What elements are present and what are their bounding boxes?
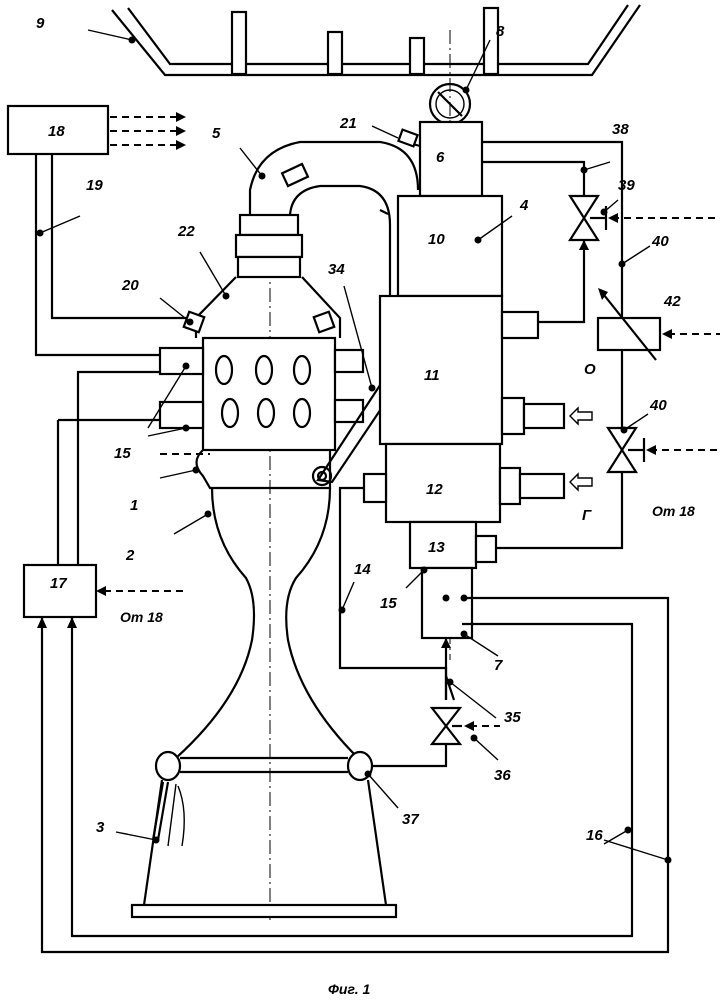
turbine-10 [398,196,502,296]
label-11: 11 [424,367,440,384]
label-1: 1 [130,497,138,514]
label-6: 6 [436,149,445,166]
label-22: 22 [177,223,195,240]
label-10: 10 [428,231,445,248]
mount-frame-9 [112,5,640,75]
label-from-18-right: От 18 [652,503,695,519]
fuel-pump-12 [386,444,500,522]
label-from-18-left: От 18 [120,609,163,625]
label-5: 5 [212,125,221,142]
valve-40 [608,428,720,472]
valve-39 [570,196,720,250]
line-to-manifold-37 [372,744,446,766]
line-18-to-20 [52,154,190,318]
label-38: 38 [612,121,629,138]
label-2: 2 [125,547,135,564]
combustion-chamber-1 [160,338,363,488]
line-38 [482,162,584,196]
label-42: 42 [663,293,681,310]
label-21: 21 [339,115,357,132]
regulator-42 [598,288,720,360]
label-16: 16 [586,827,603,844]
nozzle-2 [132,488,396,917]
label-7: 7 [494,657,503,674]
unit-6 [420,122,482,196]
label-39: 39 [618,177,635,194]
label-fuel: Г [582,507,592,524]
control-signal-arrows [110,112,186,150]
label-15-right: 15 [380,595,397,612]
label-35: 35 [504,709,521,726]
extension-element-3 [153,782,184,846]
label-36: 36 [494,767,511,784]
label-20: 20 [121,277,139,294]
label-40-bottom: 40 [649,397,667,414]
oxidizer-pump-11 [380,296,502,444]
label-17: 17 [50,575,67,592]
label-14: 14 [354,561,371,578]
line-chamber-to-17 [78,372,160,565]
label-34: 34 [328,261,345,278]
label-19: 19 [86,177,103,194]
label-9: 9 [36,15,45,32]
inlet-arrows [570,408,592,490]
leader-lines [37,30,672,864]
label-18: 18 [48,123,65,140]
label-37: 37 [402,811,419,828]
label-8: 8 [496,23,505,40]
label-12: 12 [426,481,443,498]
label-13: 13 [428,539,445,556]
label-3: 3 [96,819,105,836]
line-39-to-11 [538,240,584,322]
label-40-top: 40 [651,233,669,250]
chamber-head-22 [184,215,340,338]
figure-caption: Фиг. 1 [328,981,371,997]
label-15-left: 15 [114,445,131,462]
reference-labels: 9 8 18 5 21 6 38 39 19 4 10 22 40 34 20 … [36,15,695,997]
unit-7 [422,568,472,638]
label-4: 4 [519,197,529,214]
label-oxidizer: О [584,361,596,378]
